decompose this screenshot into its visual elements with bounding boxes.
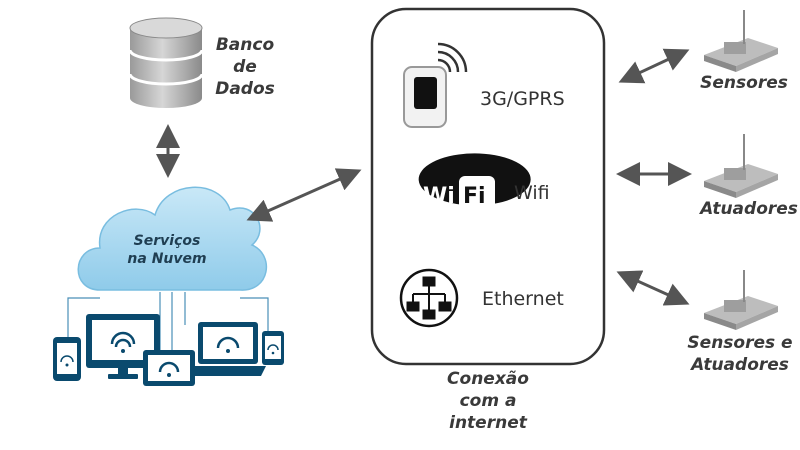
database-label: Banco de Dados xyxy=(215,35,275,99)
device-label-sensores-atuadores: Sensores e Atuadores xyxy=(687,333,793,375)
cloud-shape xyxy=(77,186,268,291)
connection-label-wifi: Wifi xyxy=(514,182,550,204)
device-label-sensores: Sensores xyxy=(700,73,788,93)
box-sensores-arrow xyxy=(618,48,690,84)
cloud-box-arrow xyxy=(246,168,362,222)
database-icon xyxy=(128,17,204,108)
wifi-logo-text-wi: Wi xyxy=(423,184,455,209)
connection-label-ethernet: Ethernet xyxy=(482,288,564,310)
device-label-atuadores: Atuadores xyxy=(700,199,798,219)
tablet-icon xyxy=(143,350,195,386)
device-cluster xyxy=(53,314,284,386)
laptop-icon xyxy=(190,322,266,376)
box-sensores-atuadores-arrow xyxy=(616,270,690,306)
sensor-device-icon xyxy=(704,10,778,72)
network-hub-icon xyxy=(399,268,459,328)
cloud-label: Serviços na Nuvem xyxy=(127,233,207,267)
mobile-signal-icon xyxy=(403,42,468,128)
sensor-actuator-device-icon xyxy=(704,270,778,330)
internet-box-caption: Conexão com a internet xyxy=(447,369,529,433)
phone-left-icon xyxy=(53,337,81,381)
wifi-logo-icon: Wi Fi xyxy=(418,153,531,210)
actuator-device-icon xyxy=(704,134,778,198)
connection-label-3g: 3G/GPRS xyxy=(480,88,565,110)
wifi-logo-text-fi: Fi xyxy=(463,184,486,209)
phone-right-icon xyxy=(262,331,284,365)
